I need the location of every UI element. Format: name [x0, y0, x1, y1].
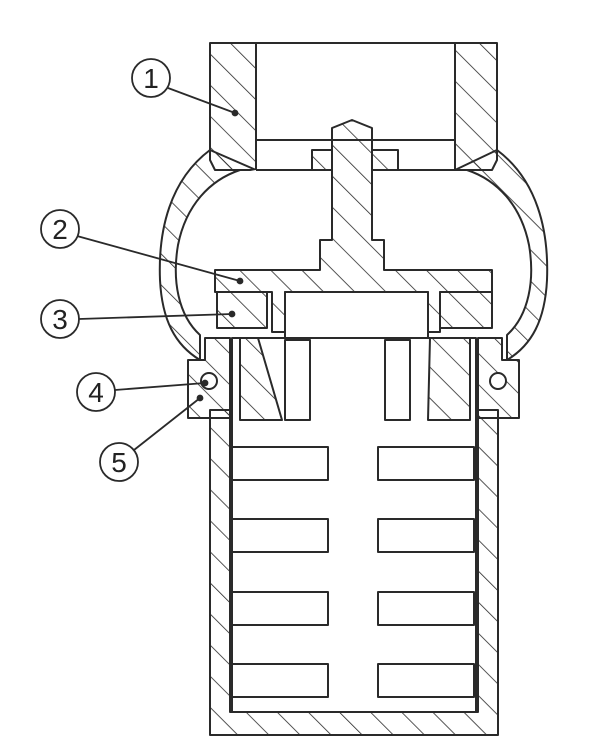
callout-4 [76, 372, 209, 412]
strainer-slot [231, 518, 329, 553]
strainer-slot [231, 663, 329, 698]
strainer-body [209, 409, 499, 736]
strainer-slot [231, 591, 329, 626]
callout-5 [99, 394, 204, 482]
seat-ring-right [439, 291, 493, 329]
valve-disc [284, 291, 429, 341]
fin-right-inner [384, 339, 411, 421]
fin-left-outer [239, 337, 283, 421]
callout-label-2: 2 [52, 214, 68, 245]
strainer-slot [377, 518, 475, 553]
callout-2 [40, 209, 244, 285]
strainer-slot [377, 591, 475, 626]
strainer-slot [377, 663, 475, 698]
callout-label-5: 5 [111, 447, 127, 478]
seat-ring-left [216, 291, 268, 329]
callout-3 [40, 299, 236, 339]
dome-shell [158, 149, 549, 361]
callout-label-1: 1 [143, 63, 159, 94]
o-ring-right [489, 372, 507, 390]
stem-guide-right [371, 149, 399, 171]
callout-1 [131, 58, 239, 117]
callout-label-4: 4 [88, 377, 104, 408]
strainer-slot [231, 446, 329, 481]
callout-label-3: 3 [52, 304, 68, 335]
fin-right-outer [427, 337, 471, 421]
strainer-slot [377, 446, 475, 481]
stem-guide-left [311, 149, 333, 171]
top-connector-wall-right [454, 42, 498, 171]
fin-left-inner [284, 339, 311, 421]
